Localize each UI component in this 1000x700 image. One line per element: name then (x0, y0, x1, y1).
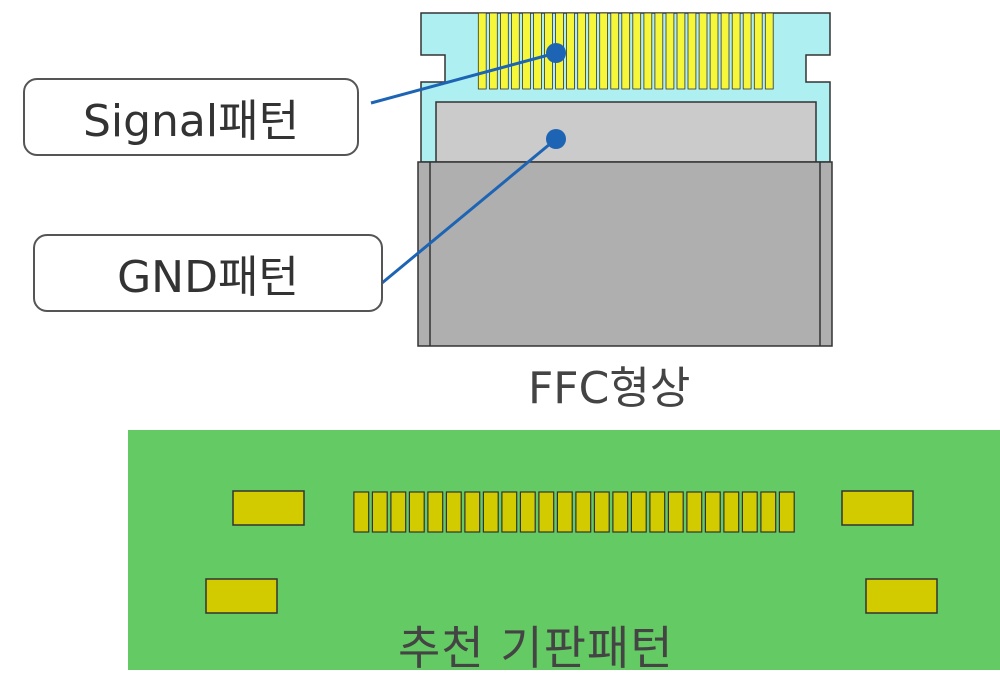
signal-pin (709, 12, 719, 90)
signal-pad (593, 491, 610, 533)
signal-pad (482, 491, 499, 533)
signal-pad-group (353, 491, 795, 533)
mount-pad-top-right (841, 490, 914, 526)
signal-leader-line (370, 51, 557, 105)
gnd-pattern (435, 101, 817, 163)
signal-pad (778, 491, 795, 533)
signal-pad (667, 491, 684, 533)
signal-pad (649, 491, 666, 533)
signal-pad (704, 491, 721, 533)
gnd-pattern-label: GND패턴 (117, 252, 299, 303)
signal-pad (427, 491, 444, 533)
pcb-board (128, 430, 1000, 670)
ffc-body (417, 161, 833, 347)
signal-pin (687, 12, 697, 90)
signal-pin (588, 12, 598, 90)
signal-pin (742, 12, 752, 90)
signal-pad (408, 491, 425, 533)
mount-pad-bottom-right (865, 578, 938, 614)
signal-pad (612, 491, 629, 533)
signal-pattern-callout: Signal패턴 (23, 78, 359, 156)
gnd-pattern-callout: GND패턴 (33, 234, 383, 312)
signal-pin (510, 12, 520, 90)
signal-pin (731, 12, 741, 90)
gnd-leader-dot (546, 129, 566, 149)
signal-pin (698, 12, 708, 90)
signal-pad (538, 491, 555, 533)
signal-pad (501, 491, 518, 533)
signal-pattern-label: Signal패턴 (82, 96, 300, 147)
signal-pin (764, 12, 774, 90)
signal-pin (522, 12, 531, 90)
signal-pin (488, 12, 498, 90)
signal-pin (499, 12, 509, 90)
signal-pin (599, 12, 609, 90)
signal-pin (477, 12, 487, 90)
signal-pad (556, 491, 573, 533)
pcb-pattern-caption: 추천 기판패턴 (398, 621, 674, 675)
signal-pin-group (477, 12, 774, 90)
signal-pad (723, 491, 740, 533)
signal-pad (445, 491, 462, 533)
signal-pin (654, 12, 664, 90)
signal-pin (621, 12, 631, 90)
ffc-shape-caption: FFC형상 (528, 363, 691, 414)
signal-pad (353, 491, 370, 533)
signal-pin (643, 12, 653, 90)
signal-pad (464, 491, 481, 533)
signal-pad (519, 491, 536, 533)
signal-pin (533, 12, 542, 90)
signal-pad (741, 491, 758, 533)
mount-pad-bottom-left (205, 578, 278, 614)
signal-pad (371, 491, 388, 533)
signal-pin (610, 12, 620, 90)
signal-pin (720, 12, 730, 90)
signal-pad (686, 491, 703, 533)
signal-pin (577, 12, 587, 90)
signal-pad (630, 491, 647, 533)
signal-pad (390, 491, 407, 533)
signal-pin (632, 12, 642, 90)
signal-pin (753, 12, 763, 90)
signal-pad (760, 491, 777, 533)
gnd-leader-line (381, 137, 557, 285)
signal-pin (676, 12, 686, 90)
signal-pin (665, 12, 675, 90)
signal-leader-dot (546, 43, 566, 63)
signal-pad (575, 491, 592, 533)
signal-pin (566, 12, 575, 90)
mount-pad-top-left (232, 490, 305, 526)
